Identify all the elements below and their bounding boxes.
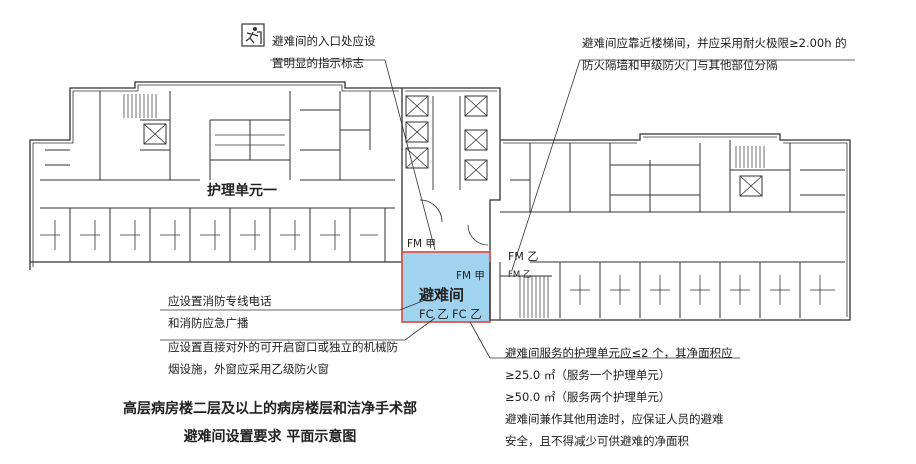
note-line: 置明显的指示标志: [272, 56, 364, 70]
lift-right-1: [739, 175, 763, 197]
note-smoke: 应设置直接对外的可开启窗口或独立的机械防 烟设施，外窗应采用乙级防火窗: [168, 336, 398, 380]
lift-shaft-5: [464, 129, 488, 151]
right-upper-room-walls: [529, 140, 791, 212]
note-line: 应设置消防专线电话: [168, 294, 272, 308]
note-entrance-sign: 避难间的入口处应设 置明显的指示标志: [272, 30, 376, 74]
leader-stairs: [511, 59, 855, 271]
lift-shaft-1: [405, 95, 429, 117]
caption-line-1: 高层病房楼二层及以上的病房楼层和洁净手术部: [123, 401, 417, 417]
lift-shaft-6: [464, 159, 488, 181]
window-label-fc-b-2: FC 乙: [452, 307, 482, 321]
patient-room-walls: [69, 208, 386, 262]
core-outer-wall: [402, 87, 501, 262]
leader-service: [469, 321, 740, 359]
note-line: 避难间服务的护理单元应≤2 个，其净面积应: [505, 346, 733, 360]
left-wing: [29, 81, 403, 270]
window-label-fc-b-1: FC 乙: [419, 307, 449, 321]
left-wing-outer-wall: [29, 81, 403, 270]
lift-shaft-3: [405, 147, 429, 169]
note-service: 避难间服务的护理单元应≤2 个，其净面积应 ≥25.0 ㎡（服务一个护理单元） …: [505, 342, 733, 452]
leader-lines: [160, 59, 855, 359]
nursing-unit-one-label: 护理单元一: [207, 183, 277, 199]
caption-line-2: 避难间设置要求 平面示意图: [183, 429, 357, 445]
stair-left: [123, 94, 157, 118]
note-phone: 应设置消防专线电话 和消防应急广播: [168, 290, 272, 334]
note-line: 防火隔墙和甲级防火门与其他部位分隔: [582, 58, 778, 72]
leader-smoke: [160, 317, 436, 341]
lift-shaft-2: [405, 121, 429, 143]
note-line: 和消防应急广播: [168, 316, 249, 330]
lift-shaft-4: [464, 95, 488, 117]
stair-right: [735, 146, 765, 168]
right-wing: [489, 133, 851, 321]
right-wing-outer-wall: [489, 133, 851, 321]
leader-entrance: [270, 59, 436, 251]
door-label-fm-a-right: FM 甲: [456, 270, 485, 282]
door-label-fm-b-small: FM 乙: [508, 270, 532, 280]
note-line: 避难间应靠近楼梯间，并应采用耐火极限≥2.00h 的: [582, 36, 847, 50]
note-line: ≥25.0 ㎡（服务一个护理单元）: [505, 368, 671, 382]
door-swing-core: [419, 199, 489, 246]
note-line: ≥50.0 ㎡（服务两个护理单元）: [505, 390, 671, 404]
upper-room-walls: [99, 91, 371, 180]
leader-phone: [160, 299, 426, 311]
note-line: 安全，且不得减少可供避难的净面积: [505, 434, 689, 448]
core: [402, 87, 501, 262]
note-line: 应设置直接对外的可开启窗口或独立的机械防: [168, 340, 398, 354]
door-label-fm-a-left: FM 甲: [407, 238, 436, 250]
note-stairs: 避难间应靠近楼梯间，并应采用耐火极限≥2.00h 的 防火隔墙和甲级防火门与其他…: [582, 32, 847, 76]
door-label-fm-b-large: FM 乙: [508, 250, 539, 263]
refuge-room-label: 避难间: [419, 286, 465, 304]
note-line: 避难间兼作其他用途时，应保证人员的避难: [505, 412, 724, 426]
refuge-room: [401, 251, 491, 323]
right-room-walls: [559, 262, 801, 318]
note-line: 避难间的入口处应设: [272, 34, 376, 48]
lift-left-1: [143, 123, 167, 145]
exit-sign-icon: [241, 23, 265, 47]
refuge-stair: [519, 276, 549, 318]
note-line: 烟设施，外窗应采用乙级防火窗: [168, 362, 329, 376]
